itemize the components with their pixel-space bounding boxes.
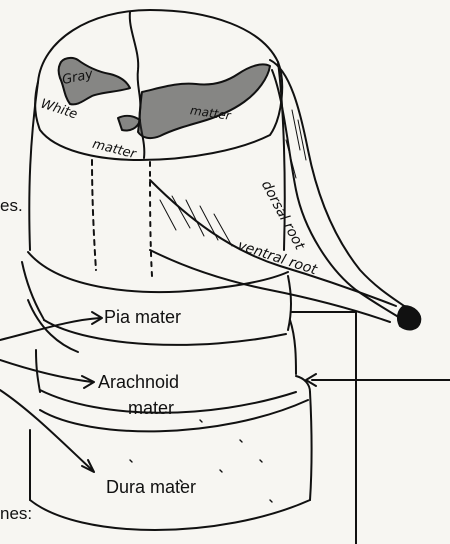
spinal-nerve-tip — [398, 306, 420, 329]
label-arachnoid-line2: mater — [128, 398, 174, 419]
label-cut-off-bottom: nes: — [0, 504, 32, 524]
dorsal-root — [270, 60, 418, 316]
median-fissure — [130, 12, 141, 110]
arrow-dura — [0, 390, 92, 470]
gray-matter-right — [138, 64, 270, 138]
cord-left-edge — [29, 82, 38, 250]
callout-line-1 — [292, 312, 356, 544]
label-arachnoid-line1: Arachnoid — [98, 372, 179, 393]
dura-mater-bottom — [30, 500, 310, 530]
arrow-arachnoid — [0, 360, 92, 382]
label-pia-mater: Pia mater — [104, 307, 181, 328]
label-dura-mater: Dura mater — [106, 477, 196, 498]
label-cut-off-top: es. — [0, 196, 23, 216]
